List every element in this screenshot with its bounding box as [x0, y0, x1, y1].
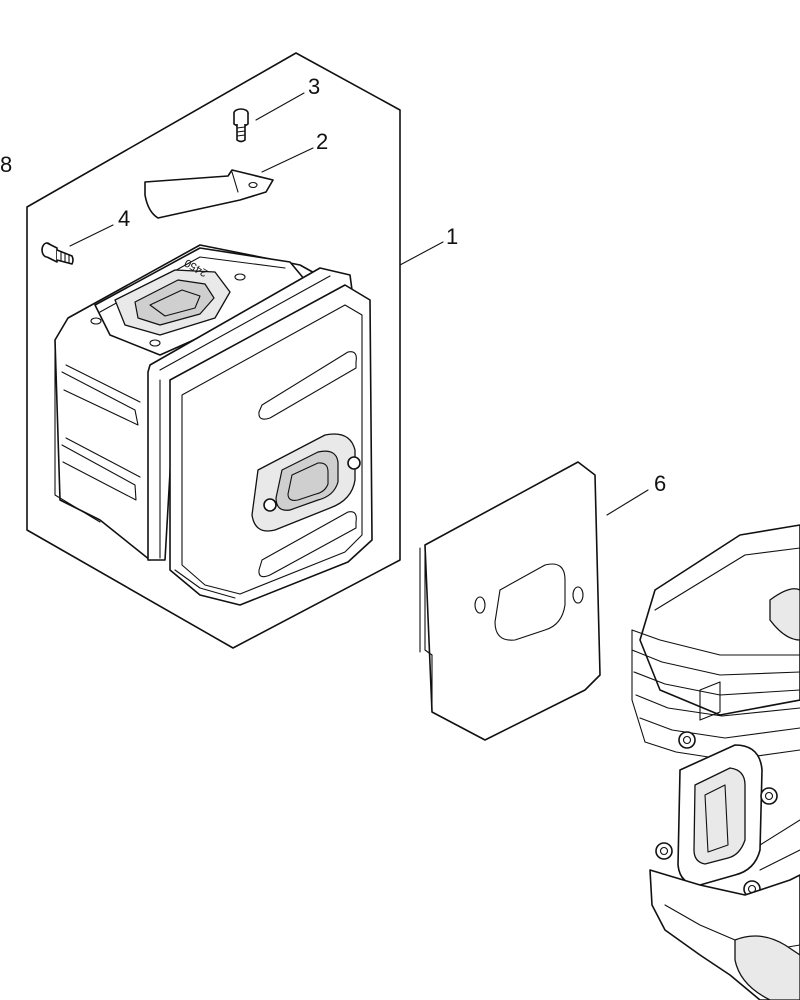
leader-line-3	[255, 92, 305, 121]
leader-line-6	[606, 489, 649, 516]
callout-1: 1	[446, 224, 458, 249]
leader-line-2	[261, 147, 314, 173]
gasket-part-6	[419, 461, 601, 741]
engine-cylinder	[631, 524, 800, 1000]
leader-line-1	[399, 241, 444, 266]
callout-2: 2	[316, 129, 328, 154]
callout-4: 4	[118, 206, 130, 231]
callout-3: 3	[308, 74, 320, 99]
callout-6: 6	[654, 471, 666, 496]
muffler-body	[54, 244, 373, 606]
assembly-group-frame	[26, 52, 401, 649]
deflector-plate	[144, 169, 274, 219]
leader-line-4	[69, 224, 114, 247]
callout-8: 8	[0, 152, 12, 177]
screw-part-3	[233, 108, 249, 143]
screw-part-4	[41, 242, 74, 265]
